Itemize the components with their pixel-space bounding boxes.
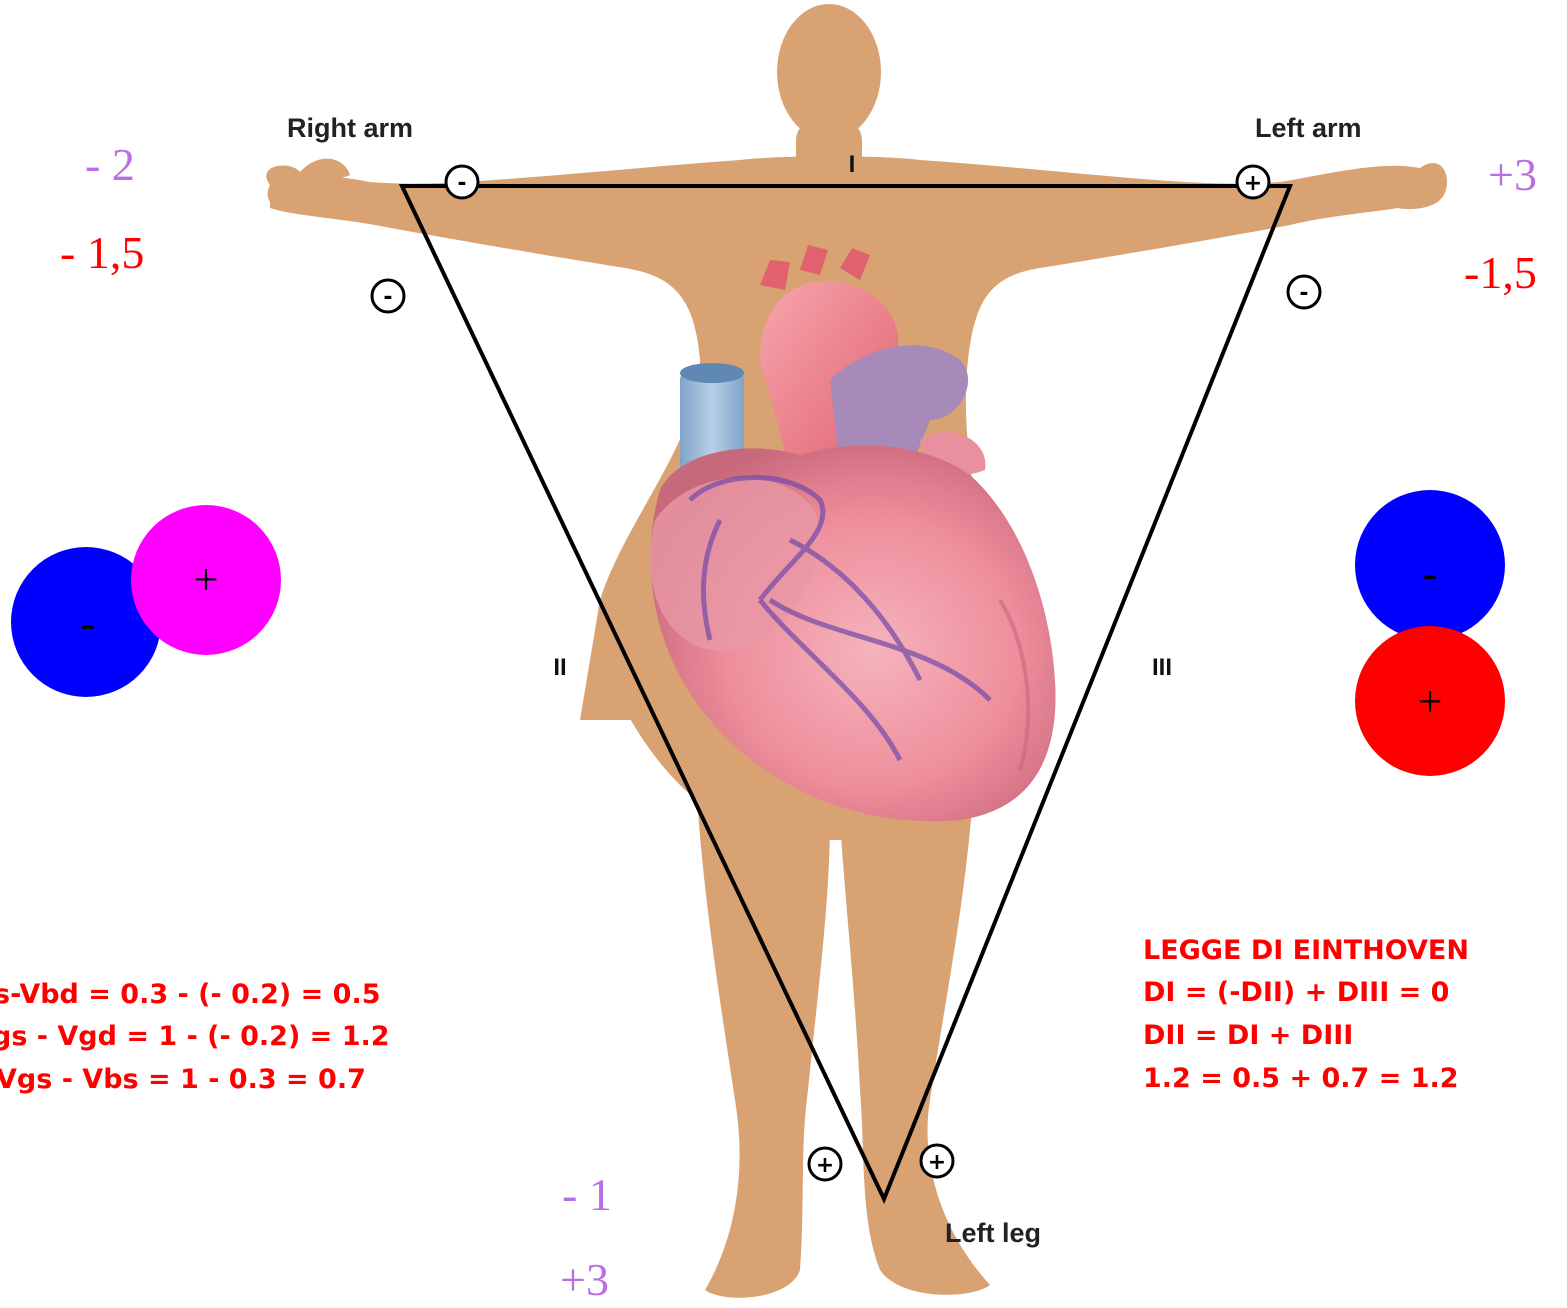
right-arm-value-top: - 2 bbox=[85, 139, 135, 190]
dipole-negative-sign: - bbox=[1423, 549, 1438, 598]
electrode-ra-lead-I: - bbox=[446, 166, 478, 198]
lead-III-label: III bbox=[1152, 654, 1172, 681]
right-arm-value-bottom: - 1,5 bbox=[60, 227, 144, 278]
dipole-positive-sign: + bbox=[1418, 677, 1443, 726]
left-arm-label: Left arm bbox=[1255, 113, 1362, 143]
equation-line: 1.2 = 0.5 + 0.7 = 1.2 bbox=[1143, 1063, 1459, 1094]
left-leg-value-bottom: +3 bbox=[560, 1254, 609, 1305]
equation-line: DI = (-DII) + DIII = 0 bbox=[1143, 977, 1449, 1008]
right-dipole: - + bbox=[1355, 490, 1505, 776]
electrode-sign-text: - bbox=[1299, 281, 1308, 306]
lead-II-label: II bbox=[553, 654, 566, 681]
left-arm-value-top: +3 bbox=[1488, 149, 1537, 200]
electrode-sign-text: - bbox=[383, 285, 392, 310]
electrode-sign-text: + bbox=[816, 1153, 834, 1178]
equation-line: Vgs - Vbs = 1 - 0.3 = 0.7 bbox=[0, 1064, 366, 1095]
electrode-la-lead-III: - bbox=[1288, 276, 1320, 308]
electrode-sign-text: + bbox=[1244, 171, 1262, 196]
right-arm-label: Right arm bbox=[287, 113, 413, 143]
dipole-negative-sign: - bbox=[81, 599, 96, 648]
electrode-ll-lead-III: + bbox=[921, 1145, 953, 1177]
electrode-la-lead-I: + bbox=[1237, 166, 1269, 198]
electrode-sign-text: - bbox=[457, 171, 466, 196]
left-dipole: - + bbox=[11, 505, 281, 697]
lead-I-label: I bbox=[849, 151, 856, 178]
equation-line: s-Vbd = 0.3 - (- 0.2) = 0.5 bbox=[0, 979, 381, 1010]
right-equations: LEGGE DI EINTHOVEN DI = (-DII) + DIII = … bbox=[1143, 935, 1469, 1094]
left-equations: s-Vbd = 0.3 - (- 0.2) = 0.5 gs - Vgd = 1… bbox=[0, 979, 390, 1095]
dipole-positive-sign: + bbox=[194, 555, 219, 604]
equation-line: DII = DI + DIII bbox=[1143, 1020, 1353, 1051]
equation-line: gs - Vgd = 1 - (- 0.2) = 1.2 bbox=[0, 1021, 390, 1052]
einthoven-law-title: LEGGE DI EINTHOVEN bbox=[1143, 935, 1469, 966]
electrode-ll-lead-II: + bbox=[809, 1148, 841, 1180]
left-leg-value-top: - 1 bbox=[562, 1169, 612, 1220]
electrode-ra-lead-II: - bbox=[372, 280, 404, 312]
left-leg-label: Left leg bbox=[945, 1218, 1041, 1248]
electrode-sign-text: + bbox=[928, 1150, 946, 1175]
left-arm-value-bottom: -1,5 bbox=[1464, 247, 1537, 298]
